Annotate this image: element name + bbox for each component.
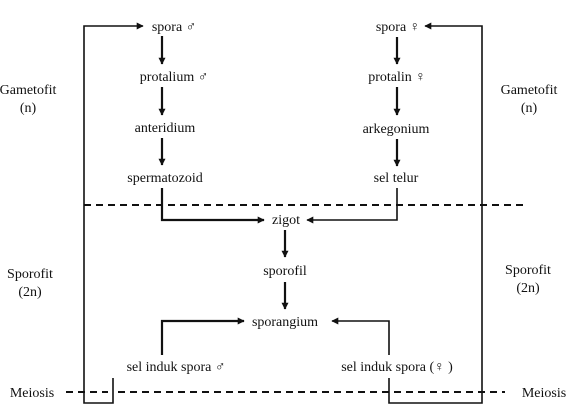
node-sel-induk-spora-female: sel induk spora (♀ ) <box>341 360 453 375</box>
node-protalin-female: protalin ♀ <box>368 70 426 85</box>
node-spermatozoid: spermatozoid <box>127 171 202 186</box>
meiosis-left-label: Meiosis <box>10 386 54 401</box>
arrow-meiosis-to-spora-female <box>388 22 483 404</box>
arrow-meiosis-to-spora-male <box>83 22 144 404</box>
arrow-spermatozoid-to-zigot <box>160 188 265 224</box>
gametofit-right-label: Gametofit <box>501 83 558 98</box>
arrow-sel-induk-female-to-sporangium <box>331 317 390 355</box>
node-sporofil: sporofil <box>263 264 307 279</box>
node-protalium-male: protalium ♂ <box>140 70 208 85</box>
meiosis-right-label: Meiosis <box>522 386 566 401</box>
sporofit-right-label: Sporofit <box>505 263 551 278</box>
gametofit-left-ploidy: (n) <box>20 101 37 116</box>
sporofit-right-ploidy: (2n) <box>516 281 540 296</box>
node-anteridium: anteridium <box>135 121 196 136</box>
arrow-sel-induk-male-to-sporangium <box>160 317 245 355</box>
gametofit-right-ploidy: (n) <box>521 101 538 116</box>
arrow-sel-telur-to-zigot <box>306 188 398 224</box>
node-spora-male: spora ♂ <box>152 20 196 35</box>
node-zigot: zigot <box>272 213 300 228</box>
sporofit-left-ploidy: (2n) <box>18 285 42 300</box>
sporofit-left-label: Sporofit <box>7 267 53 282</box>
gametofit-left-label: Gametofit <box>0 83 56 98</box>
node-sel-induk-spora-male: sel induk spora ♂ <box>127 360 226 375</box>
node-sporangium: sporangium <box>252 315 318 330</box>
node-spora-female: spora ♀ <box>376 20 420 35</box>
node-arkegonium: arkegonium <box>363 122 430 137</box>
node-sel-telur: sel telur <box>374 171 419 186</box>
